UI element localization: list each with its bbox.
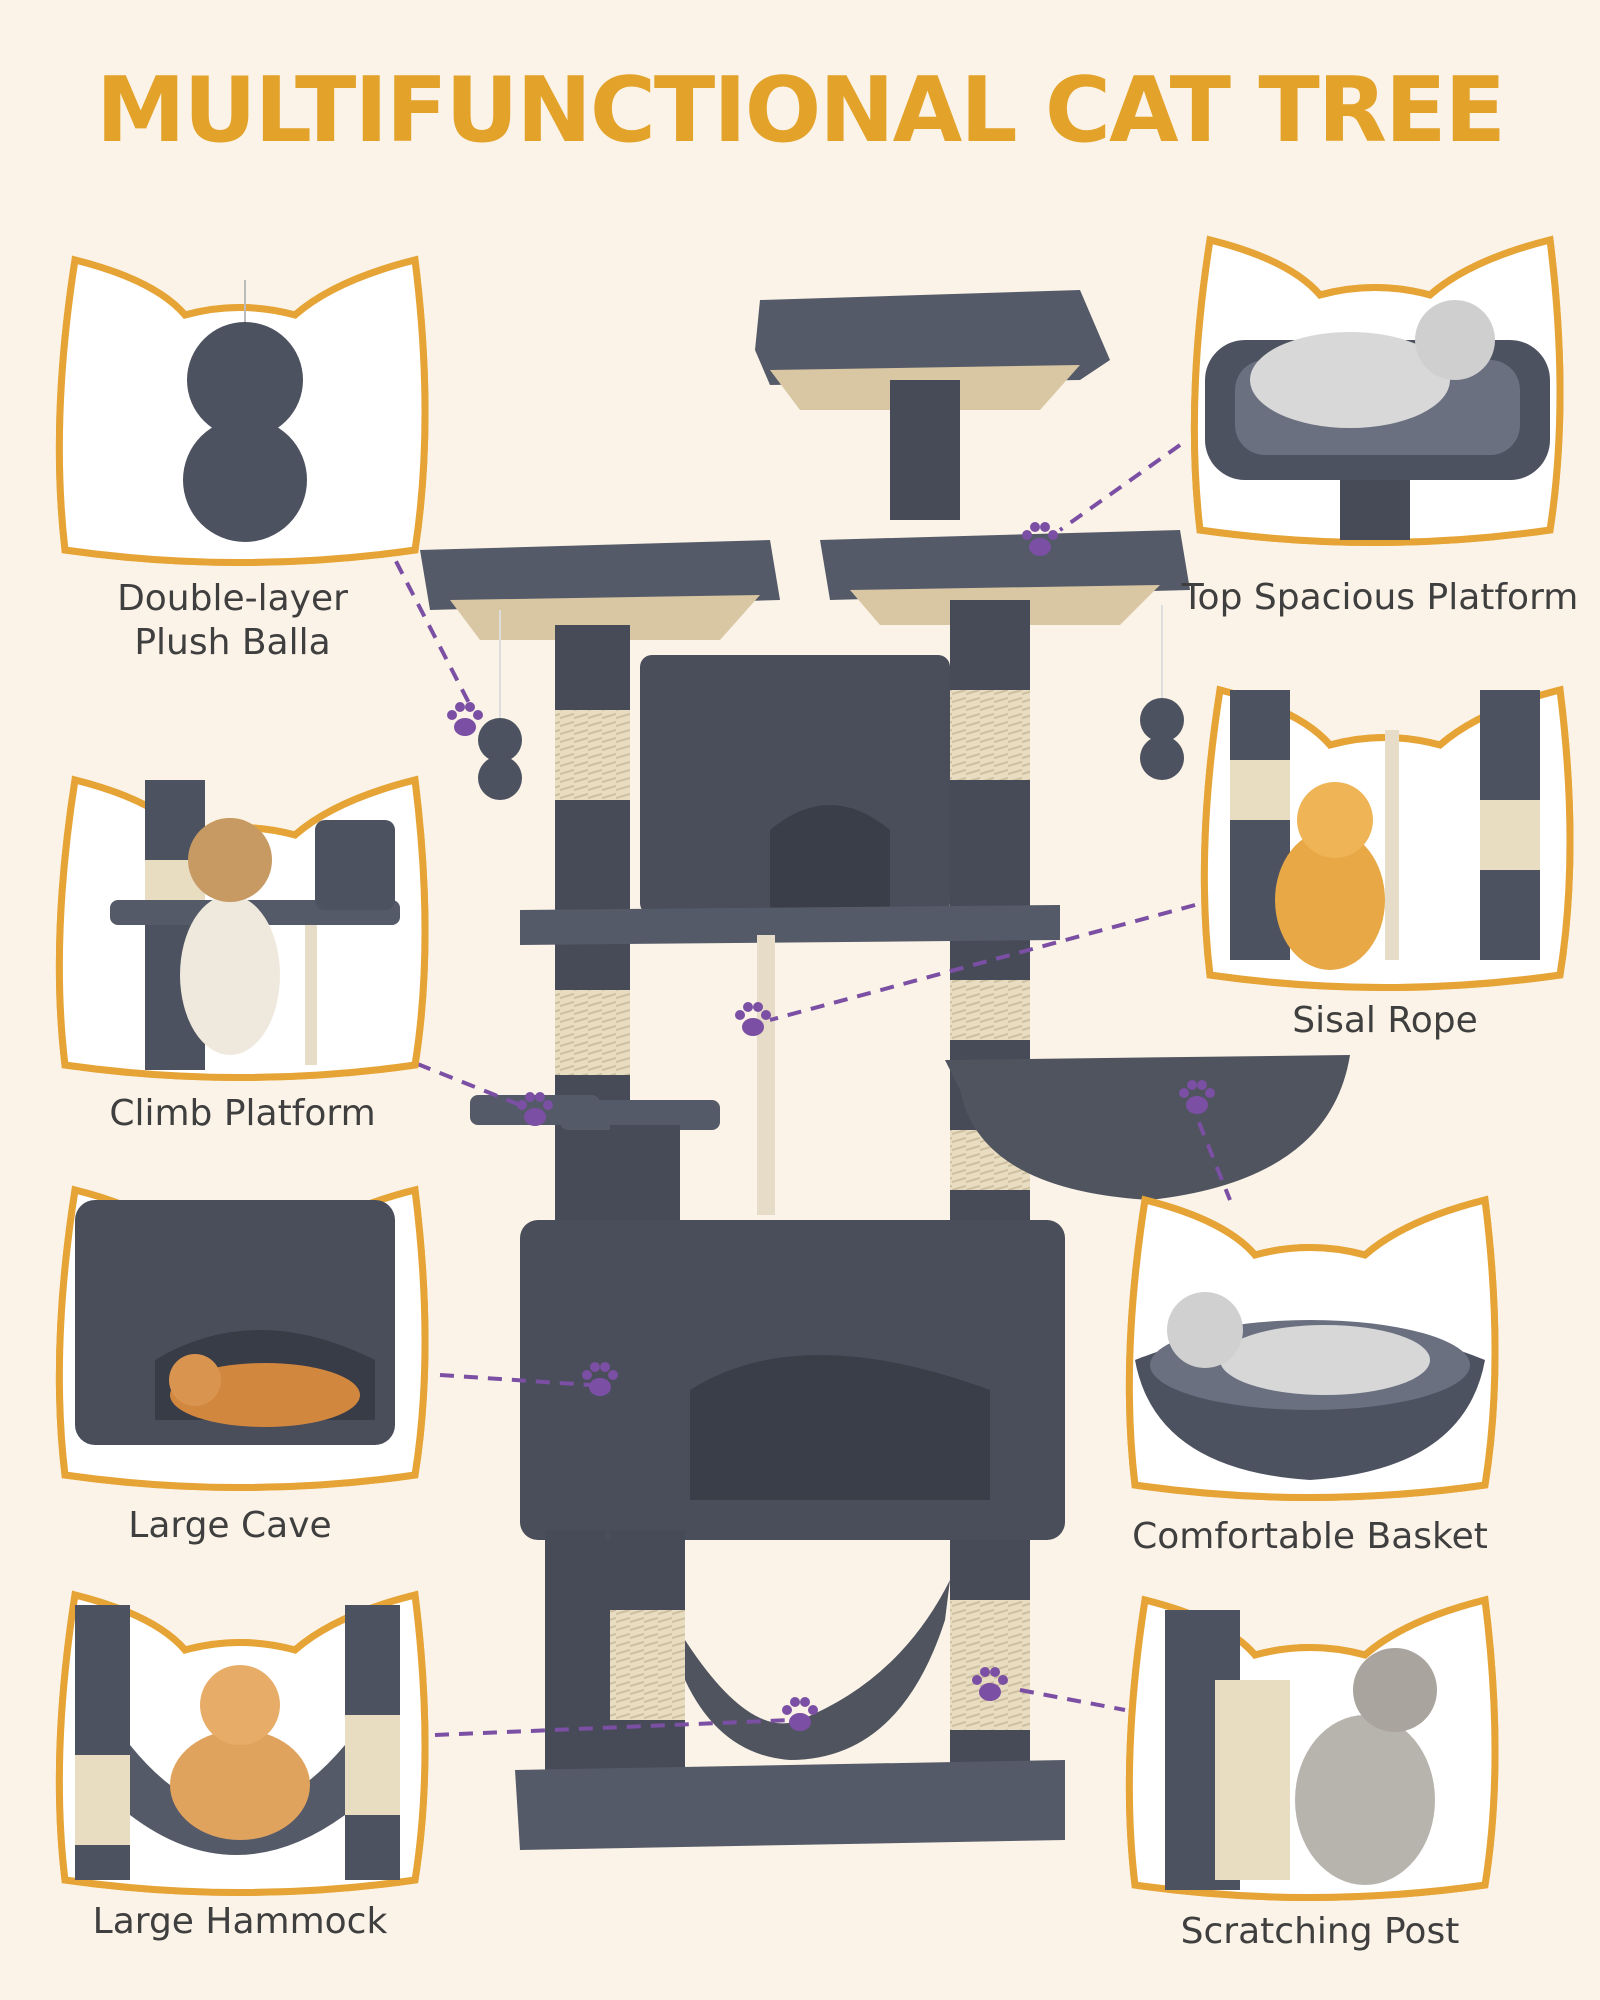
feature-card-large-cave (45, 1170, 435, 1491)
feature-card-top-platform (1180, 220, 1570, 546)
feature-card-basket (1115, 1180, 1505, 1501)
plush-ball-icon (55, 255, 429, 566)
paw-icon (447, 702, 483, 736)
label-plush-ball: Double-layer Plush Balla (117, 578, 348, 663)
label-basket: Comfortable Basket (1132, 1516, 1488, 1557)
label-sisal-rope: Sisal Rope (1292, 1000, 1478, 1041)
cat-in-hammock-icon (55, 1590, 429, 1896)
tree-structure (420, 290, 1350, 1850)
feature-card-sisal-rope (1190, 670, 1580, 991)
cat-in-cave-icon (55, 1185, 429, 1491)
feature-card-climb-platform (45, 760, 435, 1081)
paw-icon (1179, 1080, 1215, 1114)
page-title: MULTIFUNCTIONAL CAT TREE (95, 58, 1506, 163)
cat-climbing-rope-icon (1200, 685, 1574, 991)
paw-icon (782, 1697, 818, 1731)
feature-card-hammock (45, 1575, 435, 1896)
label-top-platform: Top Spacious Platform (1181, 577, 1579, 618)
paw-icon (1022, 522, 1058, 556)
label-large-cave: Large Cave (128, 1505, 332, 1546)
paw-icon (582, 1362, 618, 1396)
paw-icon (517, 1092, 553, 1126)
label-hammock: Large Hammock (92, 1901, 388, 1942)
feature-card-plush-ball (45, 240, 435, 566)
paw-icon (972, 1667, 1008, 1701)
cat-sitting-icon (55, 775, 429, 1081)
feature-card-scratching-post (1115, 1580, 1505, 1901)
paw-icon (735, 1002, 771, 1036)
label-scratching-post: Scratching Post (1180, 1911, 1460, 1952)
connector-lines (383, 443, 1232, 1737)
cat-in-basket-icon (1125, 1195, 1499, 1501)
label-climb-platform: Climb Platform (109, 1093, 376, 1134)
cat-scratching-icon (1125, 1595, 1499, 1901)
cat-on-platform-icon (1190, 235, 1564, 546)
